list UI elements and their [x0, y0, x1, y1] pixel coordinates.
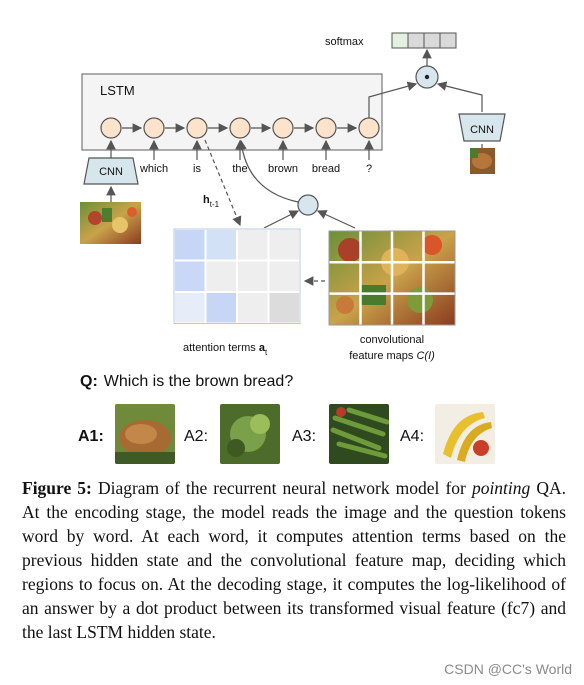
softmax-bar	[391, 32, 457, 49]
attention-cell	[267, 259, 301, 293]
feature-maps-label-line2: feature maps C(I)	[349, 350, 435, 362]
brown-bread-image	[115, 404, 175, 464]
caption-text-part2: QA. At the encoding stage, the model rea…	[22, 478, 566, 642]
question-tokens: which is the brown bread ?	[139, 163, 372, 175]
feature-maps-label-line1: convolutional	[360, 334, 424, 346]
lstm-node	[358, 117, 380, 139]
caption-emphasis: pointing	[471, 478, 531, 498]
cnn-left-block	[83, 157, 139, 185]
feature-maps-grid	[328, 230, 456, 326]
hidden-state-label: ht-1	[203, 194, 220, 209]
attention-cell	[204, 291, 238, 325]
attention-cell	[204, 259, 238, 293]
lstm-nodes	[100, 117, 380, 139]
attention-terms-label: attention terms at	[183, 342, 268, 357]
answer-label: A4:	[400, 428, 425, 445]
token-label: bread	[312, 163, 340, 175]
attention-cell	[173, 228, 207, 262]
hidden-state-arrow	[204, 139, 242, 227]
figure-label: Figure 5:	[22, 478, 92, 498]
lstm-node	[229, 117, 251, 139]
attention-cell	[204, 228, 238, 262]
attention-grid-border	[173, 228, 301, 324]
caption-text-part1: Diagram of the recurrent neural network …	[91, 478, 472, 498]
attention-cell	[236, 259, 270, 293]
lstm-node	[100, 117, 122, 139]
model-diagram: LSTM which is the brown bread ?	[80, 32, 506, 362]
lstm-node	[315, 117, 337, 139]
attention-cell	[173, 291, 207, 325]
answer-image-thumbnail	[470, 148, 495, 174]
lstm-box	[81, 73, 383, 151]
bananas-image	[435, 404, 495, 464]
lstm-node	[143, 117, 165, 139]
question-text: Which is the brown bread?	[103, 373, 294, 390]
cnn-right-block	[458, 113, 506, 142]
token-label: brown	[268, 163, 298, 175]
question-line: Q: Which is the brown bread?	[80, 373, 293, 391]
question-prefix: Q:	[80, 373, 98, 390]
answer-label: A1:	[78, 428, 104, 445]
token-label: the	[232, 163, 247, 175]
green-vegetable-image	[220, 404, 280, 464]
lstm-node	[186, 117, 208, 139]
attention-cell	[236, 291, 270, 325]
attention-cell	[173, 259, 207, 293]
figure-caption: Figure 5: Diagram of the recurrent neura…	[22, 476, 566, 644]
lstm-node	[272, 117, 294, 139]
cnn-right-label: CNN	[470, 124, 494, 136]
token-label: ?	[366, 163, 372, 175]
attention-grid	[173, 228, 301, 325]
answer-label: A3:	[292, 428, 317, 445]
attention-cell	[267, 228, 301, 262]
token-label: which	[139, 163, 168, 175]
lstm-label: LSTM	[100, 83, 135, 98]
input-image-thumbnail	[80, 202, 141, 244]
token-label: is	[193, 163, 201, 175]
attention-cell	[267, 291, 301, 325]
cnn-left-label: CNN	[99, 166, 123, 178]
softmax-label: softmax	[325, 36, 364, 48]
green-beans-image	[329, 404, 389, 464]
watermark: CSDN @CC's World	[444, 661, 572, 677]
answer-label: A2:	[184, 428, 209, 445]
attention-cell	[236, 228, 270, 262]
token-input-arrows	[106, 139, 374, 160]
attention-combine-node	[297, 194, 319, 216]
